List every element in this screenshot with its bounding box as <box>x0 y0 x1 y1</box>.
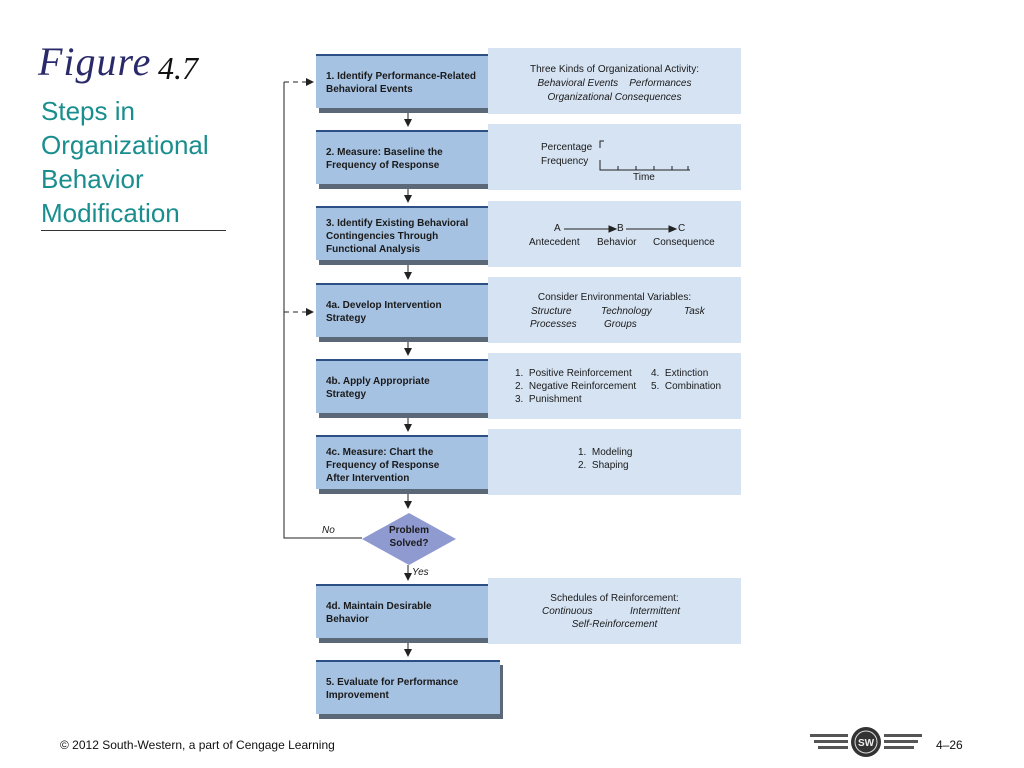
no-loop-line <box>283 82 362 539</box>
decision-diamond <box>362 513 456 565</box>
environment-groups: Groups <box>604 319 637 330</box>
step-2-measure-baseline: 2. Measure: Baseline the Frequency of Re… <box>316 130 500 184</box>
yes-label: Yes <box>412 567 429 578</box>
strategy-item-3: 3. Punishment <box>515 394 582 405</box>
schedules-heading: Schedules of Reinforcement: <box>550 593 679 604</box>
decision-label: Problem Solved? <box>388 525 429 549</box>
step-4a-develop-strategy: 4a. Develop Intervention Strategy <box>316 283 500 337</box>
contingency-arrows <box>564 225 678 233</box>
strategy-item-5: 5. Combination <box>651 381 722 392</box>
measure-item-1: 1. Modeling <box>578 447 633 458</box>
contingency-c: C <box>678 223 686 234</box>
panel-baseline-chart: Percentage Frequency Time <box>488 124 741 190</box>
panel-contingency: A B C Antecedent Behavior Consequence <box>488 201 741 267</box>
environment-processes: Processes <box>530 319 577 330</box>
schedules-intermittent: Intermittent <box>630 606 681 617</box>
environment-structure: Structure <box>531 306 572 317</box>
publisher-logo-icon: SW <box>810 727 922 757</box>
contingency-a-label: Antecedent <box>529 237 580 248</box>
title-underline <box>41 230 226 231</box>
schedules-continuous: Continuous <box>542 606 593 617</box>
svg-text:SW: SW <box>858 738 875 749</box>
strategy-item-4: 4. Extinction <box>651 368 709 379</box>
contingency-b: B <box>617 223 624 234</box>
schedules-self: Self-Reinforcement <box>571 619 658 630</box>
contingency-a: A <box>554 223 561 234</box>
figure-number: 4.7 <box>158 50 198 86</box>
panel-strategies: 1. Positive Reinforcement 2. Negative Re… <box>488 353 741 419</box>
panel-schedules: Schedules of Reinforcement: Continuous I… <box>488 578 741 644</box>
panel-environment: Consider Environmental Variables: Struct… <box>488 277 741 343</box>
baseline-xlabel: Time <box>633 172 655 183</box>
environment-heading: Consider Environmental Variables: <box>537 292 692 303</box>
step-3-functional-analysis: 3. Identify Existing Behavioral Continge… <box>316 206 500 260</box>
figure-word: Figure <box>38 39 152 84</box>
activity-line-2: Organizational Consequences <box>547 92 682 103</box>
baseline-ylabel-2: Frequency <box>541 156 589 167</box>
step-4b-apply-strategy: 4b. Apply Appropriate Strategy <box>316 359 500 413</box>
strategy-item-1: 1. Positive Reinforcement <box>515 368 632 379</box>
contingency-b-label: Behavior <box>597 237 637 248</box>
step-4c-measure-after: 4c. Measure: Chart the Frequency of Resp… <box>316 435 500 489</box>
step-5-evaluate: 5. Evaluate for Performance Improvement <box>316 660 500 714</box>
no-label: No <box>322 525 335 536</box>
page-number: 4–26 <box>936 738 963 752</box>
baseline-ylabel-1: Percentage <box>541 142 593 153</box>
measure-item-2: 2. Shaping <box>578 460 629 471</box>
step-1-identify-behavior: 1. Identify Performance-Related Behavior… <box>316 54 500 108</box>
activity-heading: Three Kinds of Organizational Activity: <box>530 64 699 75</box>
baseline-axes <box>599 140 690 171</box>
contingency-c-label: Consequence <box>653 237 715 248</box>
step-4d-maintain-behavior: 4d. Maintain Desirable Behavior <box>316 584 500 638</box>
panel-measure-methods: 1. Modeling 2. Shaping <box>488 429 741 495</box>
environment-technology: Technology <box>601 306 652 317</box>
environment-task: Task <box>684 306 705 317</box>
footer-copyright: © 2012 South-Western, a part of Cengage … <box>60 738 335 752</box>
slide-title: Steps in Organizational Behavior Modific… <box>41 96 209 228</box>
panel-activity: Three Kinds of Organizational Activity: … <box>488 48 741 114</box>
activity-line-1: Behavioral Events Performances <box>537 78 692 89</box>
strategy-item-2: 2. Negative Reinforcement <box>515 381 637 392</box>
